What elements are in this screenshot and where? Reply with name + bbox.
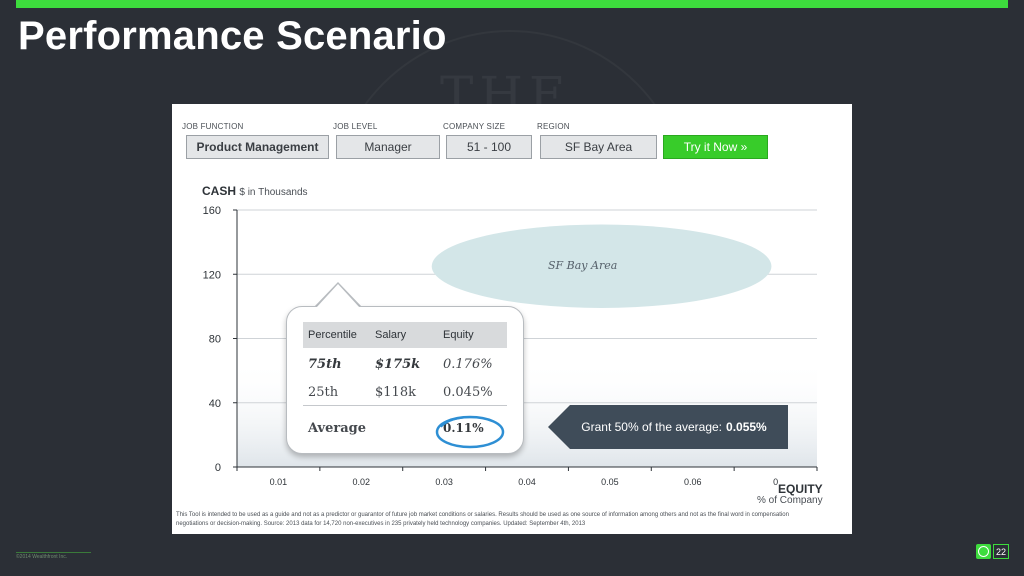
job-level-label: JOB LEVEL [333,122,378,131]
top-accent-bar [16,0,1008,8]
row-75-percentile: 75th [308,357,342,372]
y-axis-title-bold: CASH [202,184,237,198]
x-tick-label: 0.05 [601,477,619,487]
slide-title: Performance Scenario [18,14,447,58]
company-size-label: COMPANY SIZE [443,122,506,131]
header-equity: Equity [443,329,474,341]
y-tick-label: 0 [215,462,221,474]
header-salary: Salary [375,329,407,341]
x-tick-label: 0 [773,477,778,487]
grant-callout-value: 0.055% [726,420,767,434]
table-divider [303,405,507,406]
average-value: 0.11% [443,421,484,435]
x-tick-label: 0.03 [435,477,453,487]
try-it-now-button[interactable]: Try it Now » [663,135,768,159]
percentile-popup: Percentile Salary Equity 75th $175k 0.17… [286,306,524,454]
x-axis-title: EQUITY [778,482,823,496]
grant-callout-text: Grant 50% of the average: [581,420,723,434]
percentile-table-header [303,322,507,348]
x-tick-label: 0.06 [684,477,702,487]
y-tick-label: 160 [203,205,221,217]
compensation-tool-panel: JOB FUNCTION JOB LEVEL COMPANY SIZE REGI… [172,104,852,534]
highlight-circle [435,415,505,449]
row-25-equity: 0.045% [443,385,493,400]
y-axis-title: CASH $ in Thousands [202,184,308,198]
region-label: REGION [537,122,570,131]
row-75-equity: 0.176% [443,357,493,372]
row-75-salary: $175k [375,357,421,372]
row-25-salary: $118k [375,385,416,400]
page-number: 22 [993,544,1009,559]
grant-callout: Grant 50% of the average: 0.055% [559,405,789,449]
row-25-percentile: 25th [308,385,339,400]
disclaimer-text: This Tool is intended to be used as a gu… [176,512,789,527]
copyright-text: ©2014 Wealthfront Inc. [16,552,91,560]
x-tick-label: 0.04 [518,477,536,487]
region-ellipse [431,224,772,308]
filter-bar: JOB FUNCTION JOB LEVEL COMPANY SIZE REGI… [172,104,852,164]
logo-icon [976,544,991,559]
x-tick-label: 0.02 [353,477,371,487]
popup-tip [316,284,360,308]
region-select[interactable]: SF Bay Area [540,135,657,159]
average-label: Average [308,421,367,436]
y-axis-title-unit: $ in Thousands [239,187,308,198]
job-level-select[interactable]: Manager [336,135,440,159]
grant-callout-shape [548,405,788,449]
x-tick-label: 0.01 [270,477,288,487]
header-percentile: Percentile [308,329,357,341]
job-function-label: JOB FUNCTION [182,122,244,131]
x-axis-unit: % of Company [757,495,823,506]
y-tick-label: 40 [209,398,221,410]
y-tick-label: 120 [203,269,221,281]
company-size-select[interactable]: 51 - 100 [446,135,532,159]
y-tick-label: 80 [209,334,221,346]
job-function-select[interactable]: Product Management [186,135,329,159]
region-bubble-label: SF Bay Area [548,259,618,272]
